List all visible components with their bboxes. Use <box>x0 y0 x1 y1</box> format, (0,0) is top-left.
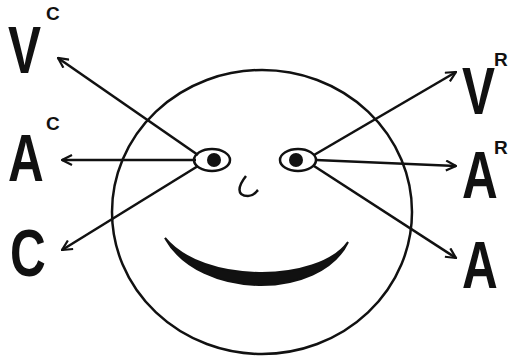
channel-letter: V <box>462 58 495 124</box>
channel-letter: C <box>10 220 46 286</box>
smile <box>165 238 348 285</box>
channel-letter: A <box>462 232 498 298</box>
face-outline <box>112 70 412 354</box>
channel-letter: A <box>462 142 498 208</box>
left-eye <box>194 149 230 171</box>
right-eye <box>280 149 316 171</box>
nose <box>240 176 259 196</box>
channel-letter: A <box>8 125 44 191</box>
channel-superscript: C <box>46 4 60 23</box>
channel-superscript: R <box>494 138 508 157</box>
channel-superscript: C <box>46 114 60 133</box>
channel-letter: V <box>8 17 41 83</box>
gaze-arrows <box>58 58 456 258</box>
channel-superscript: R <box>494 50 508 69</box>
